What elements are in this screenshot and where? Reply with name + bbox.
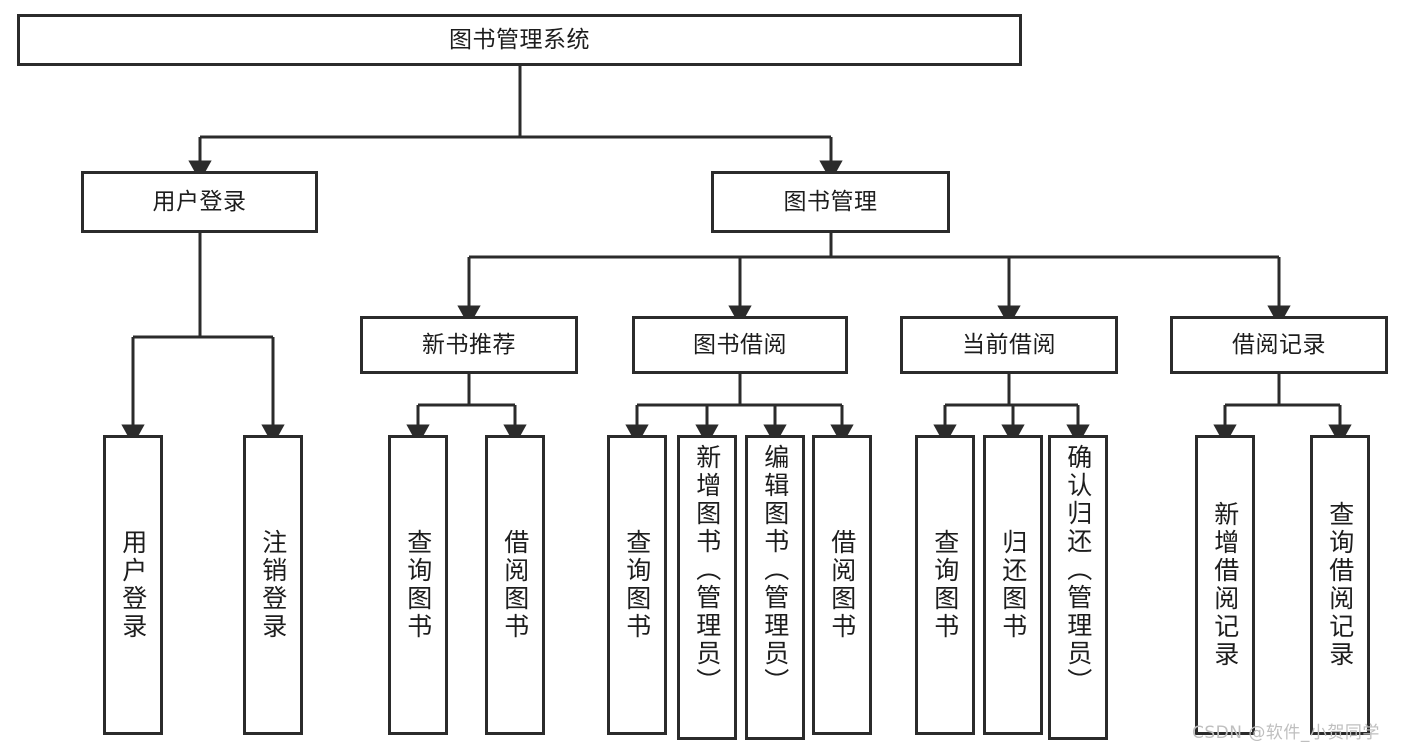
node-label: 编辑图书（管理员）: [760, 444, 790, 696]
node-label: 查询图书: [622, 529, 652, 641]
node-label: 借阅图书: [827, 529, 857, 641]
node-label: 当前借阅: [962, 331, 1056, 358]
node-label: 归还图书: [998, 529, 1028, 641]
node-leaf-query-book-3[interactable]: 查询图书: [915, 435, 975, 735]
node-label: 新书推荐: [422, 331, 516, 358]
node-label: 借阅记录: [1232, 331, 1326, 358]
node-leaf-add-record[interactable]: 新增借阅记录: [1195, 435, 1255, 735]
node-book-manage[interactable]: 图书管理: [711, 171, 950, 233]
node-leaf-return-book[interactable]: 归还图书: [983, 435, 1043, 735]
watermark-text: CSDN @软件_小贺同学: [1192, 723, 1380, 743]
node-label: 查询借阅记录: [1325, 501, 1355, 669]
node-borrow-record[interactable]: 借阅记录: [1170, 316, 1388, 374]
node-leaf-confirm-return[interactable]: 确认归还（管理员）: [1048, 435, 1108, 740]
node-label: 图书借阅: [693, 331, 787, 358]
node-leaf-query-record[interactable]: 查询借阅记录: [1310, 435, 1370, 735]
node-root[interactable]: 图书管理系统: [17, 14, 1022, 66]
node-leaf-user-login[interactable]: 用户登录: [103, 435, 163, 735]
node-label: 新增借阅记录: [1210, 501, 1240, 669]
node-label: 注销登录: [258, 529, 288, 641]
node-label: 查询图书: [930, 529, 960, 641]
node-current-borrow[interactable]: 当前借阅: [900, 316, 1118, 374]
node-label: 用户登录: [118, 529, 148, 641]
node-book-borrow[interactable]: 图书借阅: [632, 316, 848, 374]
node-label: 查询图书: [403, 529, 433, 641]
node-label: 图书管理系统: [449, 26, 590, 53]
node-label: 用户登录: [152, 188, 247, 215]
node-leaf-query-book-2[interactable]: 查询图书: [607, 435, 667, 735]
node-leaf-add-book[interactable]: 新增图书（管理员）: [677, 435, 737, 740]
node-leaf-borrow-book-2[interactable]: 借阅图书: [812, 435, 872, 735]
node-label: 借阅图书: [500, 529, 530, 641]
node-leaf-borrow-book-1[interactable]: 借阅图书: [485, 435, 545, 735]
node-leaf-logout[interactable]: 注销登录: [243, 435, 303, 735]
node-label: 确认归还（管理员）: [1063, 444, 1093, 696]
node-user-login[interactable]: 用户登录: [81, 171, 318, 233]
node-leaf-edit-book[interactable]: 编辑图书（管理员）: [745, 435, 805, 740]
node-leaf-query-book-1[interactable]: 查询图书: [388, 435, 448, 735]
node-label: 图书管理: [783, 188, 878, 215]
node-new-book-rec[interactable]: 新书推荐: [360, 316, 578, 374]
node-label: 新增图书（管理员）: [692, 444, 722, 696]
